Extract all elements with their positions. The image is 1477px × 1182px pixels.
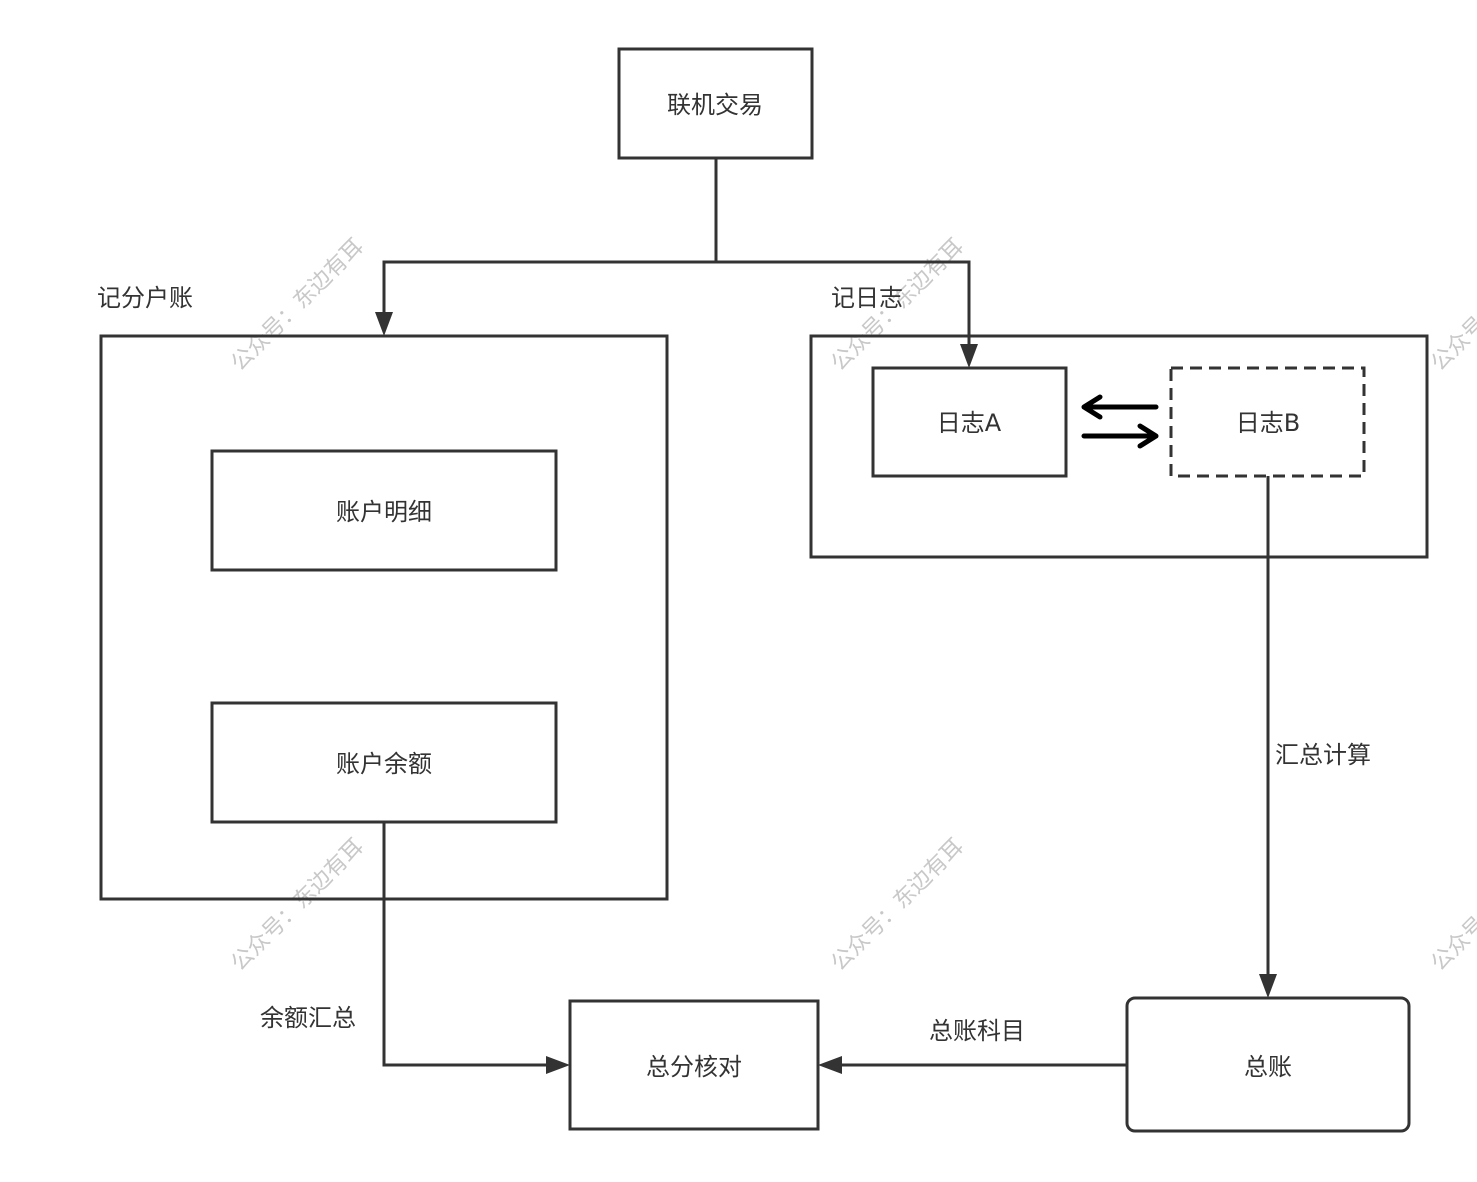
node-online-trade-label: 联机交易 <box>667 91 763 119</box>
arrowhead-reconcile-right <box>818 1056 842 1074</box>
edge-label-summary-calc: 汇总计算 <box>1275 741 1371 769</box>
node-log-a-label: 日志A <box>937 409 1002 437</box>
node-online-trade <box>617 47 814 160</box>
node-reconcile <box>568 999 820 1131</box>
node-log-b-label: 日志B <box>1236 409 1300 437</box>
node-reconcile-label: 总分核对 <box>646 1053 742 1081</box>
journal-group <box>809 334 1429 559</box>
node-account-balance <box>210 701 558 824</box>
node-log-a <box>871 366 1068 478</box>
node-log-b <box>1169 366 1366 478</box>
journal-group-label: 记日志 <box>831 284 903 312</box>
node-general-ledger <box>1125 996 1411 1133</box>
watermark-text: 公众号：东边有耳 <box>827 834 969 976</box>
edge-label-balance-summary: 余额汇总 <box>260 1004 356 1032</box>
node-account-detail <box>210 449 558 572</box>
edge-label-ledger-subject: 总账科目 <box>929 1017 1025 1045</box>
node-general-ledger-label: 总账 <box>1244 1053 1292 1081</box>
edge-to-log-a <box>716 260 971 350</box>
node-account-detail-label: 账户明细 <box>336 498 432 526</box>
watermark-text: 公众号：东边有耳 <box>1427 834 1477 976</box>
watermark-text: 公众号：东边有耳 <box>227 234 369 376</box>
arrowhead-log-a <box>960 344 978 368</box>
node-account-balance-label: 账户余额 <box>336 750 432 778</box>
edge-to-account-posting <box>382 260 716 318</box>
arrowhead-account-posting <box>375 312 393 336</box>
arrowhead-reconcile-left <box>546 1056 570 1074</box>
swap-arrows-icon <box>1081 394 1159 449</box>
arrowhead-ledger <box>1259 974 1277 998</box>
watermark-group: 公众号：东边有耳 公众号：东边有耳 公众号：东边有耳 公众号：东边有耳 公众号：… <box>227 234 1477 976</box>
watermark-text: 公众号：东边有耳 <box>1427 234 1477 376</box>
watermark-text: 公众号：东边有耳 <box>227 834 369 976</box>
edge-balance-to-reconcile <box>382 822 552 1067</box>
account-posting-group-label: 记分户账 <box>97 284 193 312</box>
